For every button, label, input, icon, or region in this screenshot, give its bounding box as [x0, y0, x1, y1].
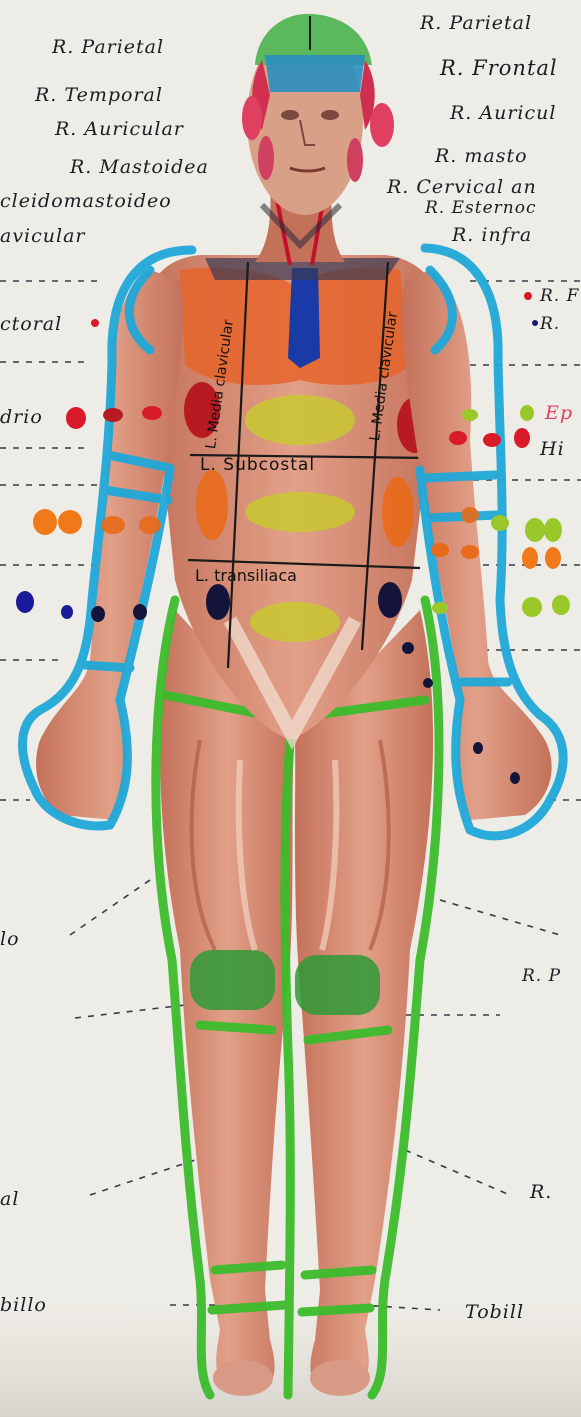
- label-right-deltoidea-1: R. F: [540, 288, 579, 305]
- label-right-epigastrio: Ep: [545, 404, 573, 423]
- label-left-tobillo: billo: [0, 1296, 47, 1315]
- label-subcostal: L. Subcostal: [200, 457, 315, 474]
- label-left-esternocleidomastoideo: cleidomastoideo: [0, 192, 172, 211]
- label-left-auricular: R. Auricular: [55, 120, 184, 139]
- label-left-mastoidea: R. Mastoidea: [70, 158, 209, 177]
- label-right-esternocleido: R. Esternoc: [425, 200, 536, 217]
- label-right-mastoidea: R. masto: [435, 147, 528, 166]
- label-left-parietal: R. Parietal: [52, 38, 164, 57]
- label-right-cervical: R. Cervical an: [387, 178, 537, 197]
- label-right-parietal: R. Parietal: [420, 14, 532, 33]
- label-left-hipocondrio: drio: [0, 408, 43, 427]
- label-left-temporal: R. Temporal: [35, 86, 163, 105]
- label-right-infraclavicular: R. infra: [452, 226, 532, 245]
- label-right-frontal: R. Frontal: [440, 58, 558, 79]
- label-right-tobillo: Tobill: [465, 1303, 524, 1322]
- label-left-muslo: lo: [0, 930, 20, 949]
- label-right-auricular: R. Auricul: [450, 104, 556, 123]
- label-right-pierna: R.: [530, 1183, 552, 1202]
- label-right-hipocondrio: Hi: [540, 440, 565, 459]
- label-transiliaca: L. transiliaca: [195, 568, 297, 584]
- label-left-pierna: al: [0, 1190, 19, 1209]
- label-left-clavicular: avicular: [0, 227, 86, 246]
- label-right-rotuliana: R. P: [522, 968, 561, 985]
- label-right-deltoidea-2: R.: [540, 316, 560, 333]
- label-left-pectoral: ctoral: [0, 315, 62, 334]
